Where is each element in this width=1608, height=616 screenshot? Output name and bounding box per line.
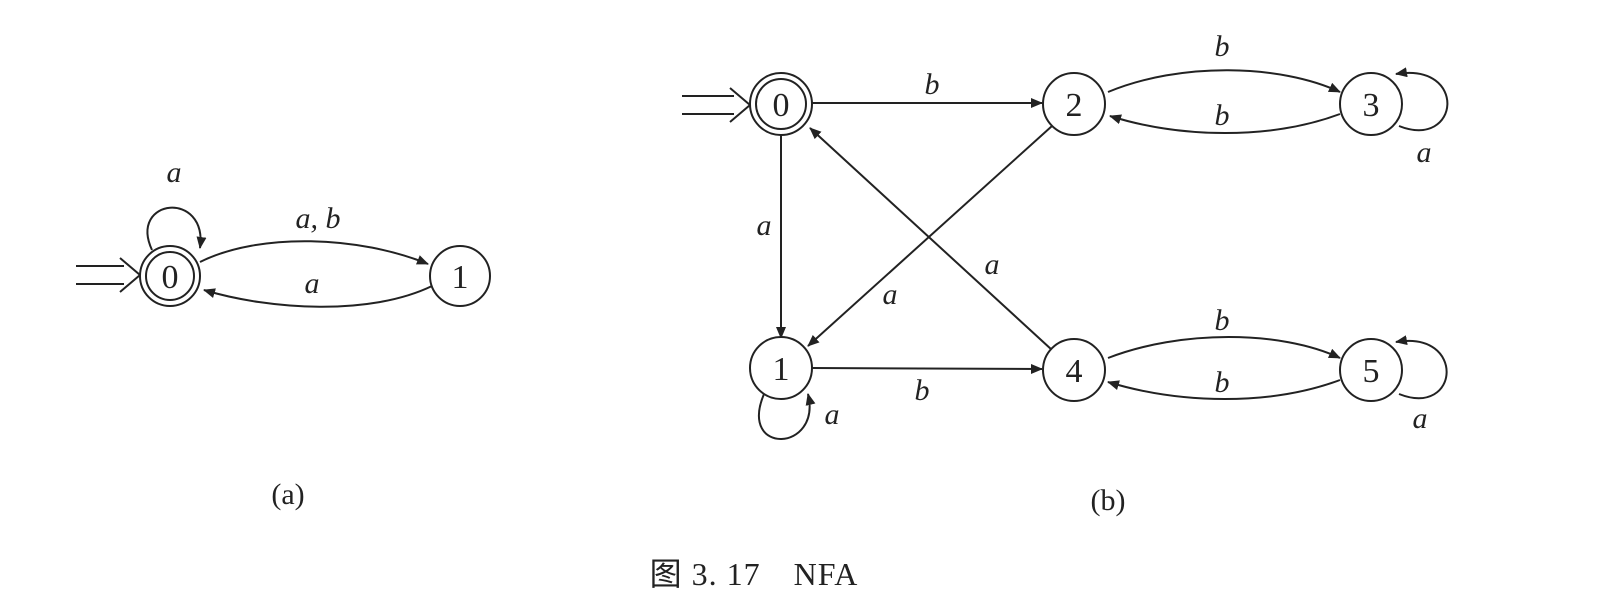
b-edge-label-5-5: a	[1413, 402, 1428, 435]
b-state-label-3: 3	[1363, 87, 1380, 124]
b-edge-4-5	[1107, 336, 1341, 359]
b-edge-label-0-1: a	[757, 209, 772, 242]
b-edge-label-5-4: b	[1215, 366, 1230, 399]
a-edge-1-0	[203, 285, 433, 308]
a-state-1: 1	[429, 245, 491, 307]
b-state-0: 0	[749, 72, 813, 136]
b-edge-2-3	[1107, 69, 1341, 93]
b-edge-label-3-2: b	[1215, 99, 1230, 132]
a-edge-label-1-0: a	[305, 267, 320, 300]
b-state-label-5: 5	[1363, 353, 1380, 390]
b-sub-label: (b)	[1091, 484, 1126, 517]
a-edge-label-0-0: a	[167, 156, 182, 189]
b-edge-label-2-3: b	[1215, 30, 1230, 63]
b-start-arrow	[682, 87, 752, 123]
b-edge-label-3-3: a	[1417, 136, 1432, 169]
b-edge-1-4	[811, 363, 1043, 374]
a-edge-label-0-1: a, b	[296, 202, 341, 235]
b-edge-5-5	[1395, 335, 1448, 400]
b-state-3: 3	[1339, 72, 1403, 136]
b-edge-label-0-2: b	[925, 68, 940, 101]
b-state-label-1: 1	[773, 351, 790, 388]
b-edge-3-2	[1109, 113, 1341, 134]
b-state-1: 1	[749, 336, 813, 400]
b-edge-label-4-5: b	[1215, 304, 1230, 337]
b-state-2: 2	[1042, 72, 1106, 136]
b-edge-5-4	[1107, 379, 1341, 400]
a-state-0: 0	[139, 245, 201, 307]
b-edge-label-1-1: a	[825, 398, 840, 431]
b-state-4: 4	[1042, 338, 1106, 402]
b-edge-label-2-1: a	[883, 278, 898, 311]
nfa-b: b a b b a a a b a b b a	[682, 30, 1449, 517]
figure-caption: 图 3. 17 NFA	[650, 556, 859, 592]
a-state-label-1: 1	[452, 259, 469, 296]
b-state-5: 5	[1339, 338, 1403, 402]
b-state-label-2: 2	[1066, 87, 1083, 124]
nfa-a: a a, b a 0 1 (a)	[76, 156, 491, 511]
a-edge-0-1	[199, 240, 429, 265]
b-edge-label-1-4: b	[915, 374, 930, 407]
b-edge-1-1	[757, 393, 816, 440]
b-edge-4-0	[809, 127, 1053, 351]
a-start-arrow	[76, 257, 142, 293]
a-state-label-0: 0	[162, 259, 179, 296]
b-edge-label-4-0: a	[985, 248, 1000, 281]
b-state-label-0: 0	[773, 87, 790, 124]
b-edge-3-3	[1395, 67, 1449, 132]
b-edge-2-1	[807, 125, 1053, 347]
a-edge-0-0	[146, 206, 207, 251]
b-state-label-4: 4	[1066, 353, 1083, 390]
a-sub-label: (a)	[271, 478, 304, 511]
